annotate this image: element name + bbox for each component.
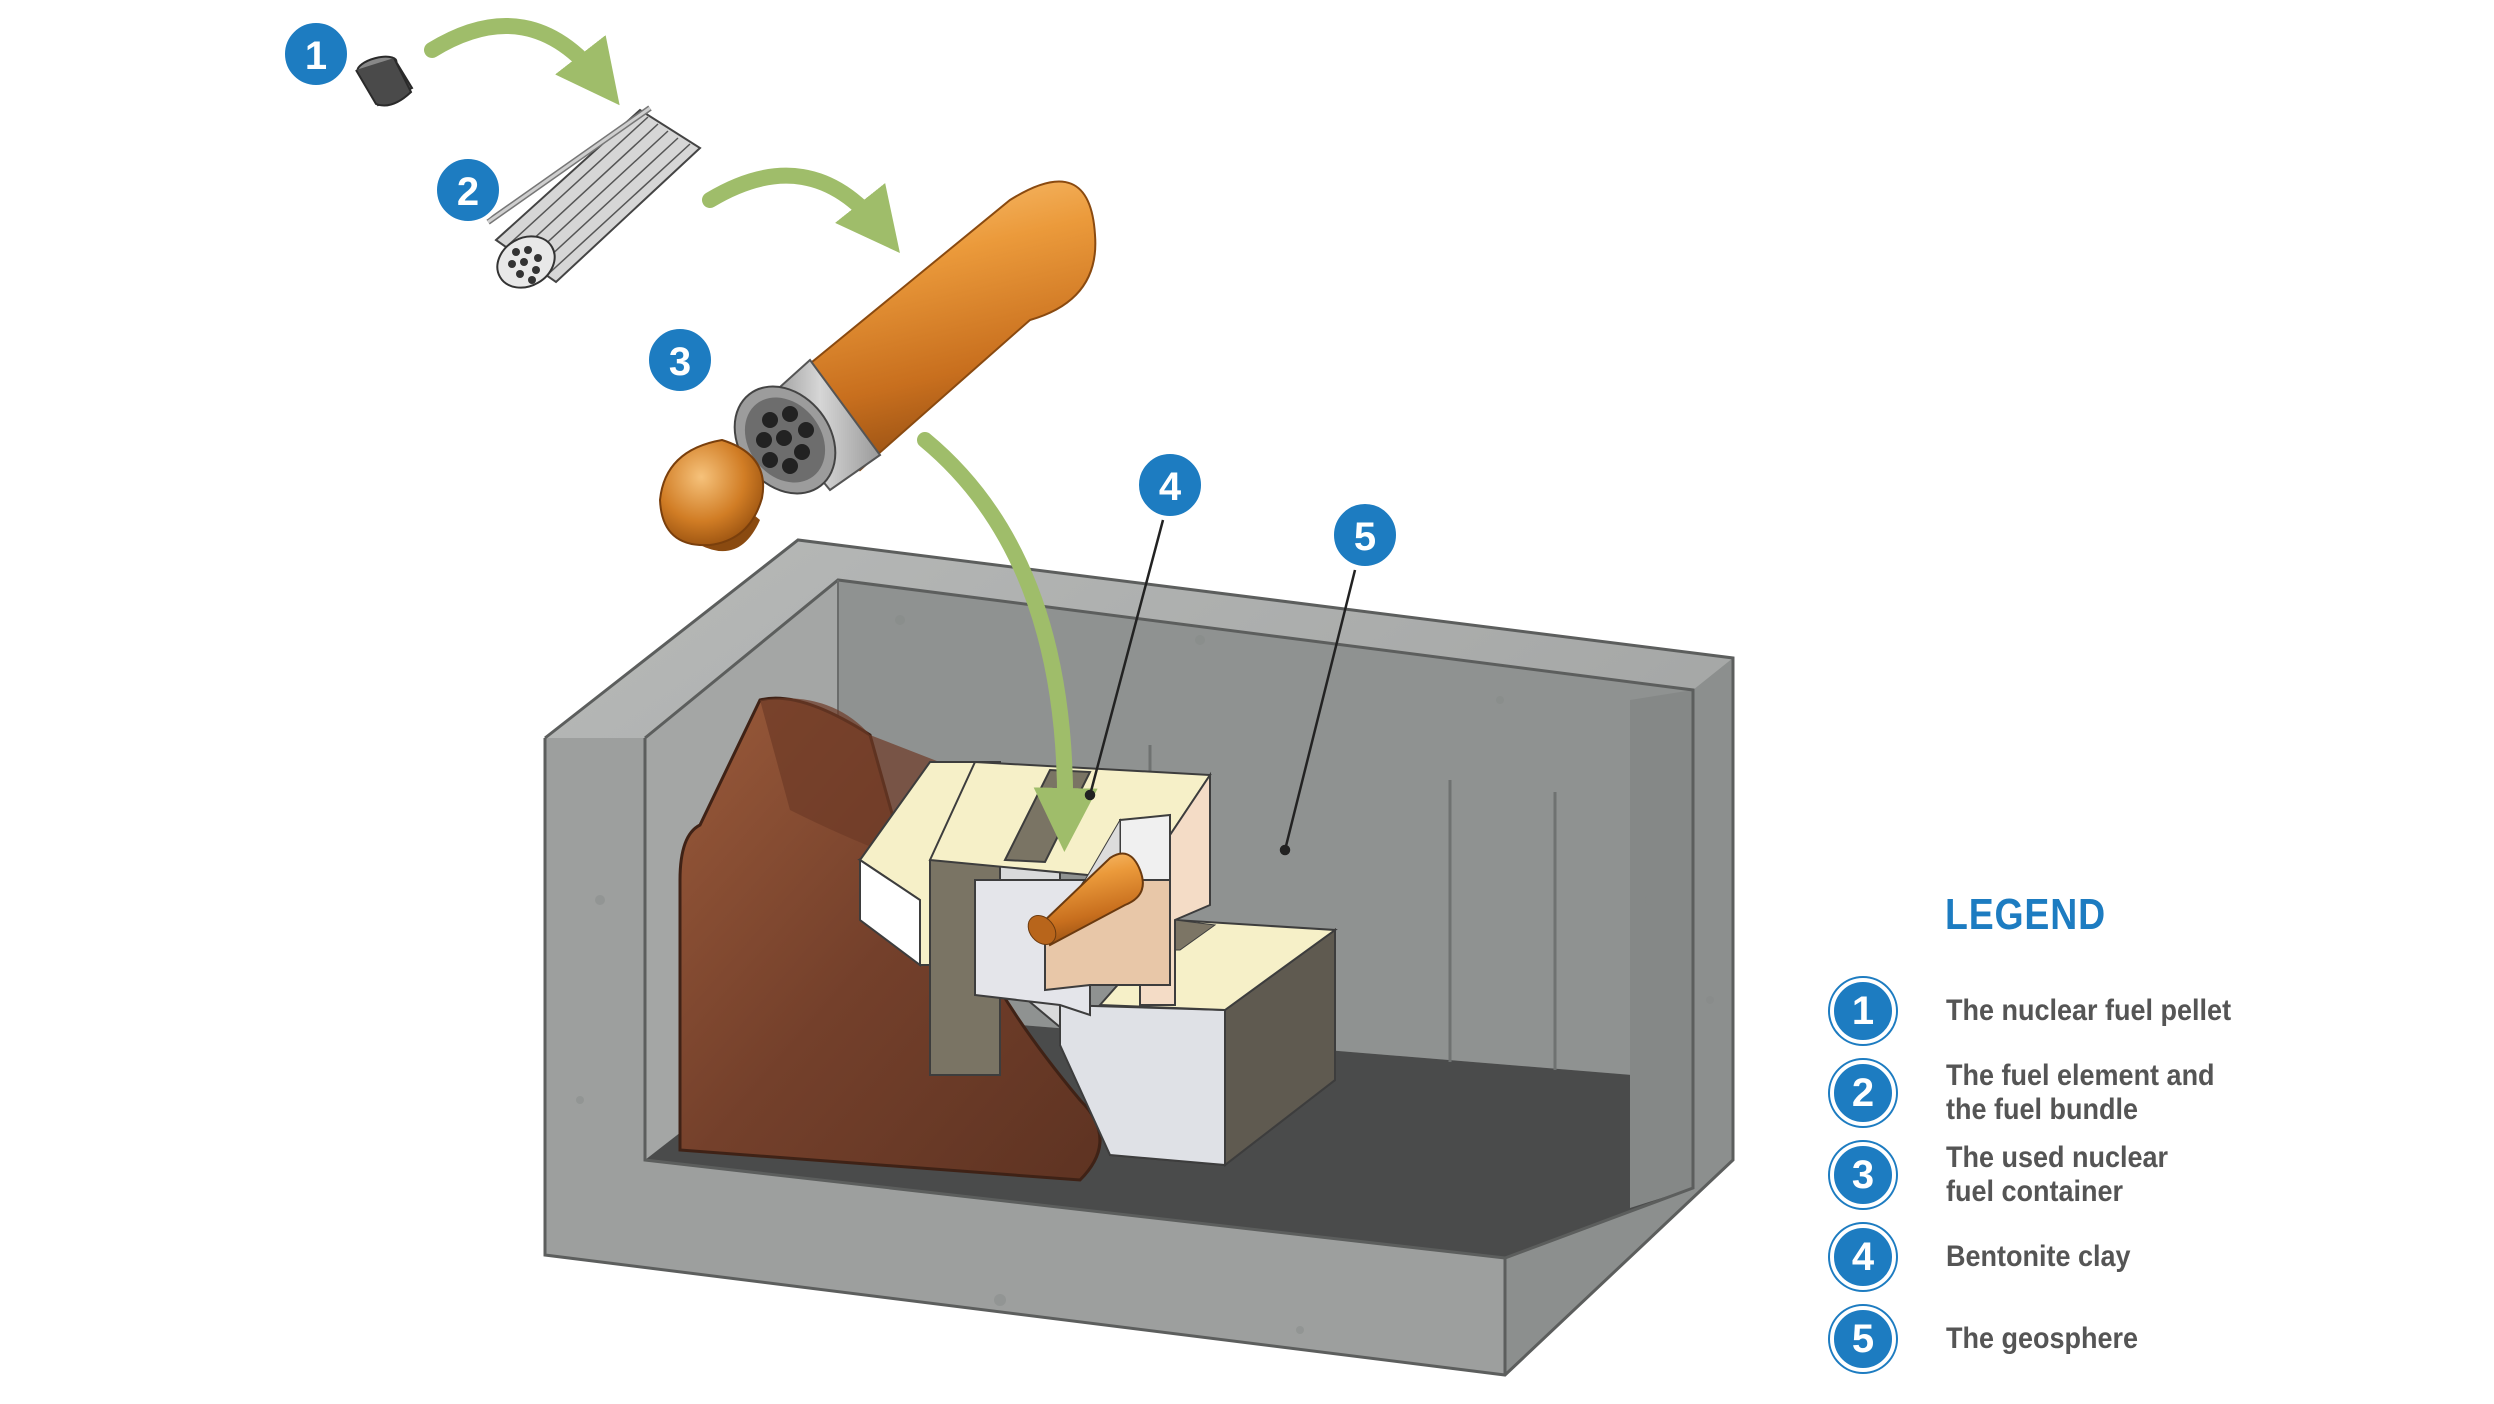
legend: LEGEND 1 The nuclear fuel pellet 2 The f… (1830, 890, 2430, 1380)
legend-text: Bentonite clay (1946, 1240, 2131, 1273)
badge-5-label: 5 (1354, 515, 1376, 559)
legend-badge: 5 (1830, 1306, 1896, 1372)
bentonite-blocks (857, 760, 1338, 1168)
legend-item: 3 The used nuclear fuel container (1830, 1134, 2430, 1216)
legend-badge: 3 (1830, 1142, 1896, 1208)
badge-4-label: 4 (1159, 465, 1182, 509)
legend-text: The used nuclear fuel container (1946, 1141, 2169, 1208)
badge-1: 1 (281, 19, 351, 89)
badge-5: 5 (1330, 500, 1400, 570)
fuel-pellet (355, 55, 414, 107)
arrow-3-to-4 (917, 432, 1098, 852)
process-arrows (424, 18, 1098, 852)
legend-badge: 2 (1830, 1060, 1896, 1126)
legend-text: The nuclear fuel pellet (1946, 994, 2232, 1027)
legend-badge: 1 (1830, 978, 1896, 1044)
legend-item: 5 The geosphere (1830, 1298, 2430, 1380)
legend-item: 2 The fuel element and the fuel bundle (1830, 1052, 2430, 1134)
legend-item: 4 Bentonite clay (1830, 1216, 2430, 1298)
arrow-1-to-2 (424, 18, 620, 106)
arrow-2-to-3 (702, 167, 900, 254)
legend-item: 1 The nuclear fuel pellet (1830, 970, 2430, 1052)
badge-1-label: 1 (305, 34, 327, 78)
fuel-bundle (486, 105, 702, 289)
used-fuel-container (658, 180, 1097, 552)
legend-text: The geosphere (1946, 1322, 2139, 1355)
legend-badge: 4 (1830, 1224, 1896, 1290)
badge-2: 2 (433, 155, 503, 225)
leader-lines (1084, 519, 1357, 856)
legend-text: The fuel element and the fuel bundle (1946, 1059, 2215, 1126)
badge-2-label: 2 (457, 170, 479, 214)
legend-title: LEGEND (1945, 890, 2106, 939)
badge-3: 3 (645, 325, 715, 395)
badge-3-label: 3 (669, 340, 691, 384)
badge-4: 4 (1135, 450, 1205, 520)
